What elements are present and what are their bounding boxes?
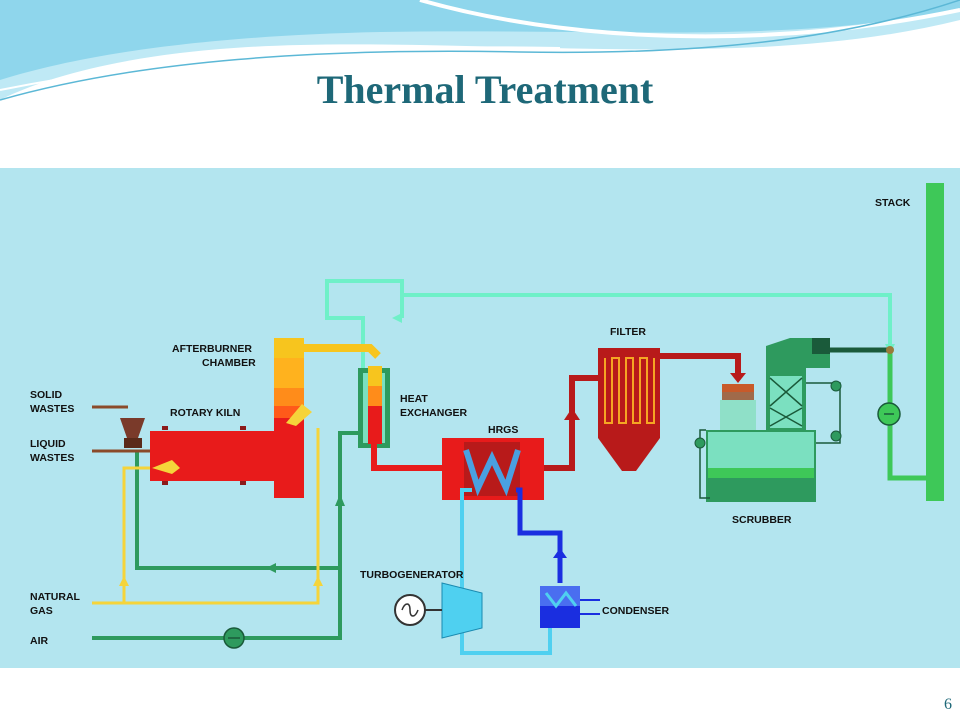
flue-gas-to-filter-line [544,375,610,471]
afterburner-chamber [274,338,381,498]
recirculation-line [325,279,892,440]
label-scrubber: SCRUBBER [732,514,792,526]
label-condenser: CONDENSER [602,605,670,617]
flue-arrow-down [730,373,746,383]
label-turbogenerator: TURBOGENERATOR [360,569,464,581]
bag-filter [598,348,660,471]
gas-arrow-up-1 [119,576,129,586]
label-stack: STACK [875,197,911,209]
label-hrgs: HRGS [488,424,518,436]
label-natural-gas-line2: GAS [30,605,53,617]
label-air: AIR [30,635,49,647]
header-wave-decoration [0,0,960,101]
label-filter: FILTER [610,326,646,338]
hot-gas-line [371,444,445,471]
recirculation-arrow [392,313,402,323]
slide-title: Thermal Treatment [316,67,654,112]
scrubber [694,338,842,502]
scrubber-pump-icon-2 [830,380,842,392]
label-heat-exchanger-line1: HEAT [400,393,428,405]
label-rotary-kiln: ROTARY KILN [170,407,240,419]
label-natural-gas-line1: NATURAL [30,591,81,603]
scrubber-pump-icon-3 [830,430,842,442]
kiln-flame-icon [152,460,180,474]
afterburner-flame-icon [286,404,312,426]
label-solid-wastes-line2: WASTES [30,403,74,415]
scrubber-pump-icon-1 [694,437,706,449]
hrgs-boiler [442,438,544,500]
label-liquid-wastes-line2: WASTES [30,452,74,464]
stack [926,183,944,501]
solid-waste-hopper-icon [120,418,145,438]
turbogenerator-turbine [441,582,483,639]
condenser [540,586,600,628]
label-heat-exchanger-line2: EXCHANGER [400,407,468,419]
label-solid-wastes-line1: SOLID [30,389,63,401]
heat-exchanger [358,366,390,448]
natural-gas-line [92,428,320,605]
label-liquid-wastes-line1: LIQUID [30,438,66,450]
flue-arrow-up [564,408,580,420]
page-number: 6 [944,696,952,713]
rotary-kiln [150,426,278,485]
air-arrow-left [266,563,276,573]
label-afterburner-line2: CHAMBER [202,357,256,369]
flue-gas-to-scrubber-line [660,353,741,378]
air-arrow-up [335,494,345,506]
feedwater-arrow [553,548,567,558]
gas-arrow-up-2 [313,576,323,586]
thermal-treatment-process-diagram: STACK AFTERBURNER CHAMBER HEAT EXCHANGER… [0,168,960,668]
label-afterburner-line1: AFTERBURNER [172,343,252,355]
